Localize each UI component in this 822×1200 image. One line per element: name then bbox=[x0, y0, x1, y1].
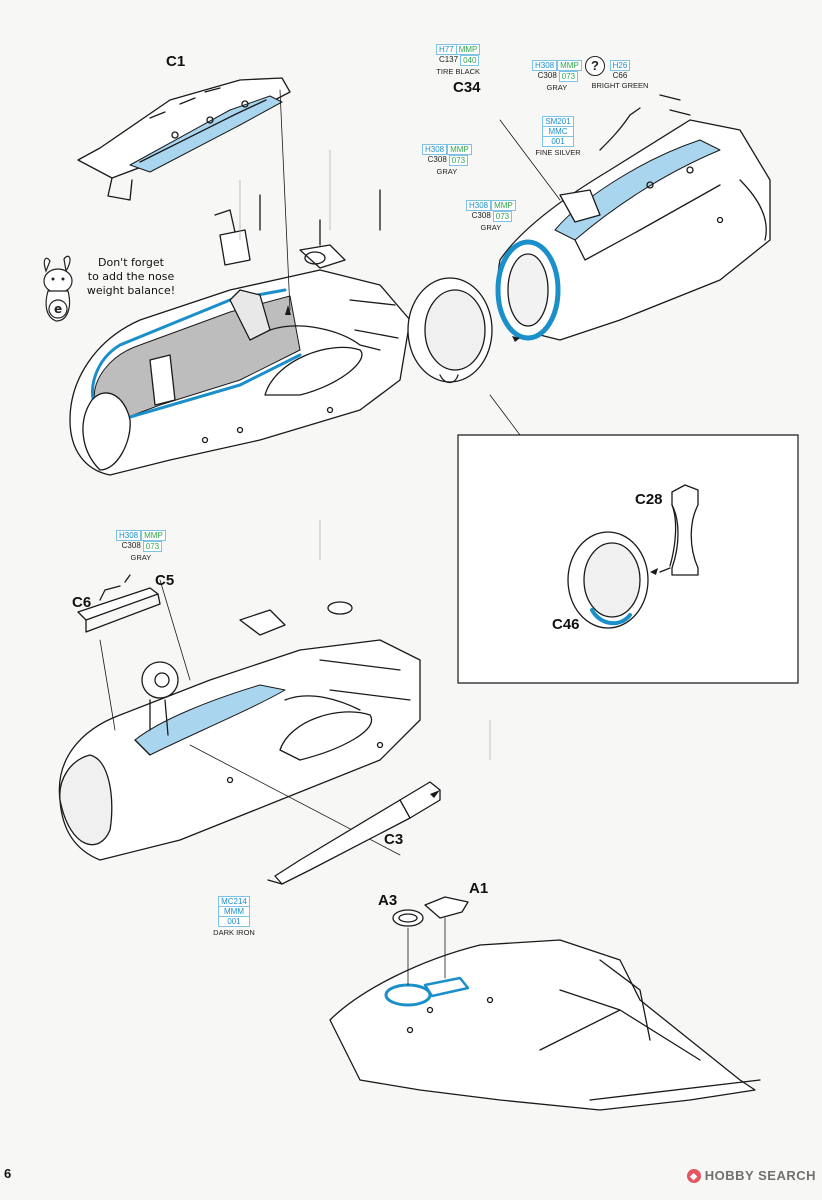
rear-fuselage-drawing bbox=[329, 939, 761, 1111]
fuselage-right-drawing bbox=[495, 94, 771, 341]
paint-code: C308 bbox=[537, 71, 557, 80]
paint-code: MMP bbox=[141, 530, 166, 541]
part-label-c5: C5 bbox=[155, 572, 175, 589]
hobby-search-logo-icon: ◆ bbox=[686, 1168, 701, 1183]
part-label-a1: A1 bbox=[469, 880, 489, 897]
part-label-a3: A3 bbox=[378, 892, 398, 909]
part-label-c28: C28 bbox=[635, 491, 663, 508]
part-label-c1: C1 bbox=[166, 53, 186, 70]
paint-callout-fine-silver: SM201 MMC 001 FINE SILVER bbox=[530, 116, 586, 157]
paint-code: C308 bbox=[427, 155, 447, 164]
watermark: ◆ HOBBY SEARCH bbox=[686, 1168, 816, 1183]
paint-name: GRAY bbox=[546, 83, 568, 92]
mascot-note: Don't forget to add the nose weight bala… bbox=[76, 256, 186, 298]
paint-callout-bright-green: H26 C66 BRIGHT GREEN bbox=[590, 60, 650, 90]
paint-code: H308 bbox=[116, 530, 142, 541]
paint-callout-dark-iron: MC214 MMM 001 DARK IRON bbox=[206, 896, 262, 937]
question-mark-icon: ? bbox=[585, 56, 605, 76]
mascot-note-line-3: weight balance! bbox=[86, 284, 176, 297]
paint-code: 040 bbox=[460, 55, 480, 66]
paint-name: FINE SILVER bbox=[535, 148, 581, 157]
paint-code: 073 bbox=[492, 211, 513, 222]
paint-code: MMP bbox=[447, 144, 472, 155]
paint-name: GRAY bbox=[130, 553, 152, 562]
paint-code: 073 bbox=[448, 155, 469, 166]
detail-c46-ring-drawing bbox=[567, 531, 649, 629]
paint-code: H26 bbox=[609, 60, 631, 71]
forward-fuselage-cockpit-drawing bbox=[69, 189, 411, 476]
paint-code: C66 bbox=[612, 71, 628, 80]
paint-code: 073 bbox=[558, 71, 579, 82]
part-label-c34: C34 bbox=[453, 79, 481, 96]
watermark-text: HOBBY SEARCH bbox=[704, 1168, 816, 1183]
paint-name: DARK IRON bbox=[213, 928, 255, 937]
rabbit-mascot-icon: e bbox=[43, 255, 73, 322]
paint-code: MMC bbox=[548, 127, 568, 136]
paint-code: 001 bbox=[227, 917, 241, 926]
part-label-c6: C6 bbox=[72, 594, 92, 611]
paint-code: MMP bbox=[557, 60, 582, 71]
nose-intake-ring-drawing bbox=[407, 277, 493, 384]
paint-code: C308 bbox=[121, 541, 141, 550]
mascot-note-line-1: Don't forget bbox=[98, 256, 164, 269]
part-a3-a1-drawing bbox=[392, 896, 469, 986]
part-label-c3: C3 bbox=[384, 831, 404, 848]
paint-code: H308 bbox=[532, 60, 558, 71]
paint-code: H308 bbox=[466, 200, 492, 211]
paint-code: MMM bbox=[223, 907, 244, 916]
part-c6-c5-drawing bbox=[77, 574, 161, 633]
paint-name: BRIGHT GREEN bbox=[591, 81, 649, 90]
part-c3-drawing bbox=[267, 781, 441, 885]
paint-name: GRAY bbox=[436, 167, 458, 176]
paint-code: SM201 bbox=[545, 117, 571, 126]
mascot-note-line-2: to add the nose bbox=[87, 270, 175, 283]
paint-code: MC214 bbox=[221, 897, 247, 906]
detail-c28-drawing bbox=[659, 484, 699, 576]
svg-text:e: e bbox=[54, 302, 62, 316]
part-c1-drawing bbox=[77, 77, 291, 201]
paint-code: 073 bbox=[142, 541, 163, 552]
paint-code: H308 bbox=[422, 144, 448, 155]
paint-code: 001 bbox=[551, 137, 565, 146]
paint-code: C308 bbox=[471, 211, 491, 220]
middle-fuselage-drawing bbox=[58, 579, 421, 861]
paint-name: GRAY bbox=[480, 223, 502, 232]
paint-code: MMP bbox=[455, 45, 480, 54]
paint-code: C137 bbox=[438, 55, 459, 64]
page-number: 6 bbox=[4, 1166, 12, 1181]
part-label-c46: C46 bbox=[552, 616, 580, 633]
paint-code: MMP bbox=[491, 200, 516, 211]
paint-name: TIRE BLACK bbox=[436, 67, 481, 76]
paint-code: H77 bbox=[439, 45, 454, 54]
